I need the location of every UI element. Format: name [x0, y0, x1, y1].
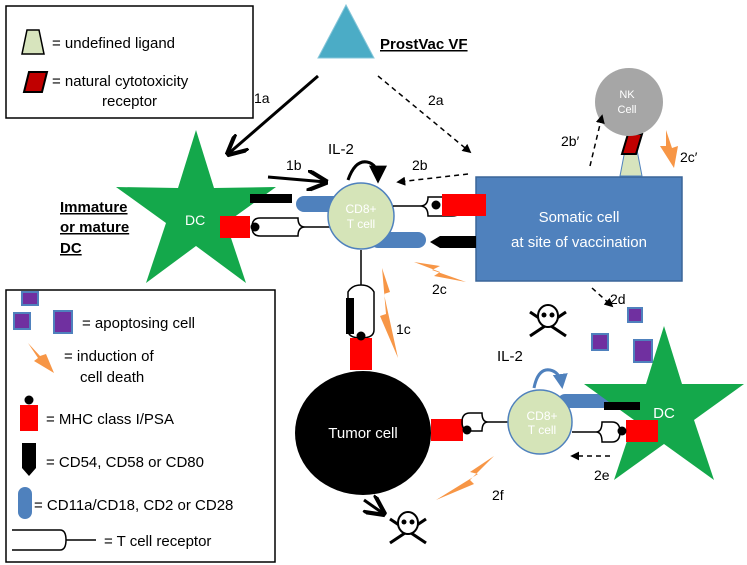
legend-death-label-1: = induction of: [64, 348, 154, 365]
arrow-2d: [591, 287, 614, 308]
tumor-mhc-right: [431, 419, 463, 441]
legend-apoptosing-label: = apoptosing cell: [82, 315, 195, 332]
legend-ligand-label: = undefined ligand: [52, 35, 175, 52]
step-1c: 1c: [396, 321, 411, 337]
legend-cd54-label: = CD54, CD58 or CD80: [46, 454, 204, 471]
tcr-tcell-to-tumor-right: [461, 412, 510, 432]
nk-ncr: [620, 133, 644, 155]
dc-right-cd54: [604, 402, 640, 410]
lightning-2f: [436, 456, 494, 500]
dc-left-caption: Immature or mature DC: [60, 199, 129, 257]
svg-text:DC: DC: [60, 240, 82, 257]
step-1b: 1b: [286, 157, 302, 173]
dc-left-label: DC: [185, 212, 205, 228]
legend-tcr-label: = T cell receptor: [104, 533, 211, 550]
step-2b: 2b: [412, 157, 428, 173]
tcell-top-cd54-down: [346, 298, 354, 334]
arrow-2b: [396, 173, 469, 186]
dc-right-label: DC: [653, 405, 675, 422]
lightning-icon: [28, 343, 54, 373]
somatic-label-1: Somatic cell: [539, 209, 620, 226]
step-2a: 2a: [428, 92, 444, 108]
tcell-top-label-2: T cell: [347, 217, 375, 231]
il2-bottom-arrow: [532, 368, 568, 389]
arrow-tumor-death: [364, 500, 384, 514]
nk-label-1: NK: [619, 89, 635, 101]
legend-ncr-label-2: receptor: [102, 93, 157, 110]
step-2e: 2e: [594, 467, 610, 483]
tumor-label: Tumor cell: [328, 425, 397, 442]
tcell-top-label-1: CD8+: [345, 202, 376, 216]
tumor-cell: [295, 371, 431, 495]
vaccine-label: ProstVac VF: [380, 36, 468, 53]
somatic-label-2: at site of vaccination: [511, 234, 647, 251]
lightning-2c: [414, 262, 466, 282]
ligand-icon: [21, 29, 45, 55]
apoptosis-icon: [13, 291, 73, 334]
cd11-icon: [18, 487, 32, 519]
dc-left-mhc: [220, 216, 250, 238]
svg-text:Immature: Immature: [60, 199, 128, 216]
arrow-2a: [377, 75, 472, 154]
tcell-bottom-label-2: T cell: [528, 423, 556, 437]
ncr-icon: [22, 71, 49, 93]
tcr-icon: [12, 529, 96, 551]
tcell-bottom-label-1: CD8+: [526, 409, 557, 423]
dc-right-star: [584, 326, 744, 480]
step-2f: 2f: [492, 487, 504, 503]
step-1a: 1a: [254, 90, 270, 106]
vaccine-triangle-icon: [317, 3, 375, 59]
legend-mhc-label: = MHC class I/PSA: [46, 411, 174, 428]
il2-bottom-label: IL-2: [497, 348, 523, 365]
nk-cell: [595, 68, 663, 136]
step-2c-prime: 2c′: [680, 149, 698, 165]
tcell-bottom: [507, 389, 573, 455]
tcell-bottom-cd11: [558, 394, 610, 408]
il2-top-arrow: [346, 160, 387, 184]
tcr-tcell-to-dcleft: [251, 217, 340, 237]
skull-crossbones-icon: [389, 511, 427, 545]
tumor-mhc-top: [350, 338, 372, 370]
dc-right-mhc: [626, 420, 658, 442]
arrow-1a: [228, 74, 319, 154]
dc-left-star: [116, 130, 276, 283]
nk-label-2: Cell: [618, 104, 637, 116]
legend-death-label-2: cell death: [80, 369, 144, 386]
svg-text:or mature: or mature: [60, 219, 129, 236]
lightning-2c-prime: [660, 130, 678, 168]
legend-cd11-label: = CD11a/CD18, CD2 or CD28: [34, 497, 233, 514]
mhc-icon: [20, 405, 38, 431]
step-2c: 2c: [432, 281, 447, 297]
step-2d: 2d: [610, 291, 626, 307]
somatic-mhc: [442, 194, 486, 216]
somatic-cd54: [430, 236, 476, 248]
legend-bottom: = apoptosing cell = induction of cell de…: [5, 289, 276, 563]
il2-top-label: IL-2: [328, 141, 354, 158]
legend-ncr-label-1: = natural cytotoxicity: [52, 73, 189, 90]
somatic-cell: [475, 176, 683, 282]
arrow-2b-prime: [589, 114, 605, 167]
cd54-icon: [22, 443, 36, 476]
lightning-1c: [380, 268, 398, 358]
legend-top: = undefined ligand = natural cytotoxicit…: [5, 5, 254, 119]
skull-crossbones-icon: [529, 304, 567, 338]
dc-left-cd54: [250, 194, 292, 203]
tcell-top: [327, 182, 395, 250]
tcr-tcell-to-dcright: [572, 421, 621, 443]
apoptosing-cells: [591, 307, 653, 363]
arrow-1b: [267, 177, 326, 182]
step-2b-prime: 2b′: [561, 133, 580, 149]
